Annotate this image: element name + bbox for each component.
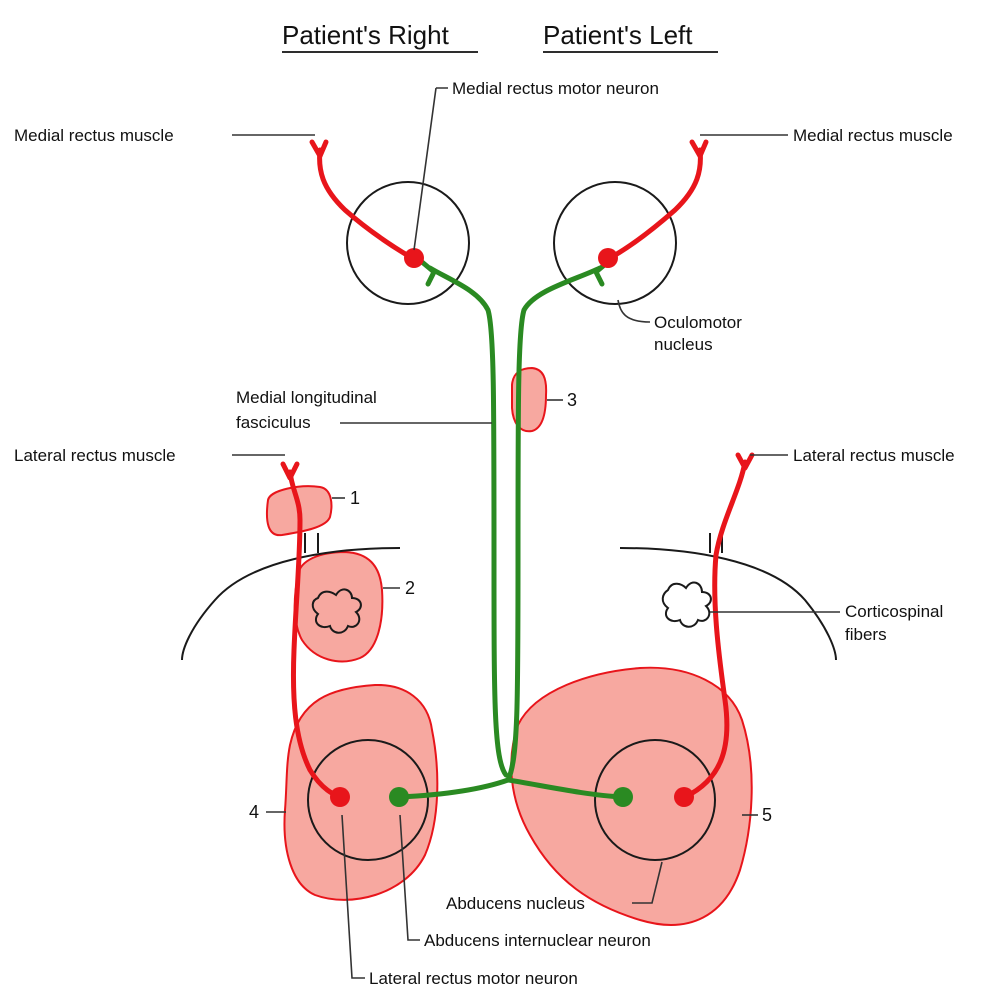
header-patients-left: Patient's Left	[543, 20, 693, 50]
lesion-4	[284, 685, 437, 900]
lateral-rectus-motor-neuron-right	[330, 787, 350, 807]
label-medial-rectus-muscle-right: Medial rectus muscle	[14, 126, 174, 145]
label-oculomotor-nucleus-line2: nucleus	[654, 335, 713, 354]
label-corticospinal-line2: fibers	[845, 625, 887, 644]
medial-rectus-nerve-right	[320, 150, 412, 258]
lesion-number-5: 5	[762, 805, 772, 825]
label-medial-rectus-motor-neuron: Medial rectus motor neuron	[452, 79, 659, 98]
lesion-number-3: 3	[567, 390, 577, 410]
label-abducens-internuclear-neuron: Abducens internuclear neuron	[424, 931, 651, 950]
brainstem-outline-left	[620, 548, 836, 660]
lesion-number-1: 1	[350, 488, 360, 508]
label-oculomotor-nucleus-line1: Oculomotor	[654, 313, 742, 332]
lateral-rectus-motor-neuron-left	[674, 787, 694, 807]
label-mlf-line2: fasciculus	[236, 413, 311, 432]
oculomotor-nucleus-left	[554, 182, 676, 304]
mlf-right-terminal	[422, 262, 434, 284]
medial-rectus-nerve-left	[610, 150, 700, 258]
header-patients-right: Patient's Right	[282, 20, 450, 50]
lesion-number-2: 2	[405, 578, 415, 598]
medial-rectus-motor-neuron-left	[598, 248, 618, 268]
label-lateral-rectus-muscle-left: Lateral rectus muscle	[793, 446, 955, 465]
corticospinal-fibers-left	[663, 582, 711, 626]
label-mlf-line1: Medial longitudinal	[236, 388, 377, 407]
abducens-internuclear-neuron-right	[389, 787, 409, 807]
label-lateral-rectus-muscle-right: Lateral rectus muscle	[14, 446, 176, 465]
label-lateral-rectus-motor-neuron: Lateral rectus motor neuron	[369, 969, 578, 988]
label-medial-rectus-muscle-left: Medial rectus muscle	[793, 126, 953, 145]
abducens-internuclear-neuron-left	[613, 787, 633, 807]
lesion-number-4: 4	[249, 802, 259, 822]
leader-medial-rectus-motor-neuron	[414, 88, 448, 250]
label-corticospinal-line1: Corticospinal	[845, 602, 943, 621]
lesion-2	[295, 552, 383, 661]
label-abducens-nucleus: Abducens nucleus	[446, 894, 585, 913]
medial-rectus-motor-neuron-right	[404, 248, 424, 268]
nerve-exit-right	[305, 533, 318, 553]
mlf-right-tract	[430, 268, 506, 775]
oculomotor-nucleus-right	[347, 182, 469, 304]
